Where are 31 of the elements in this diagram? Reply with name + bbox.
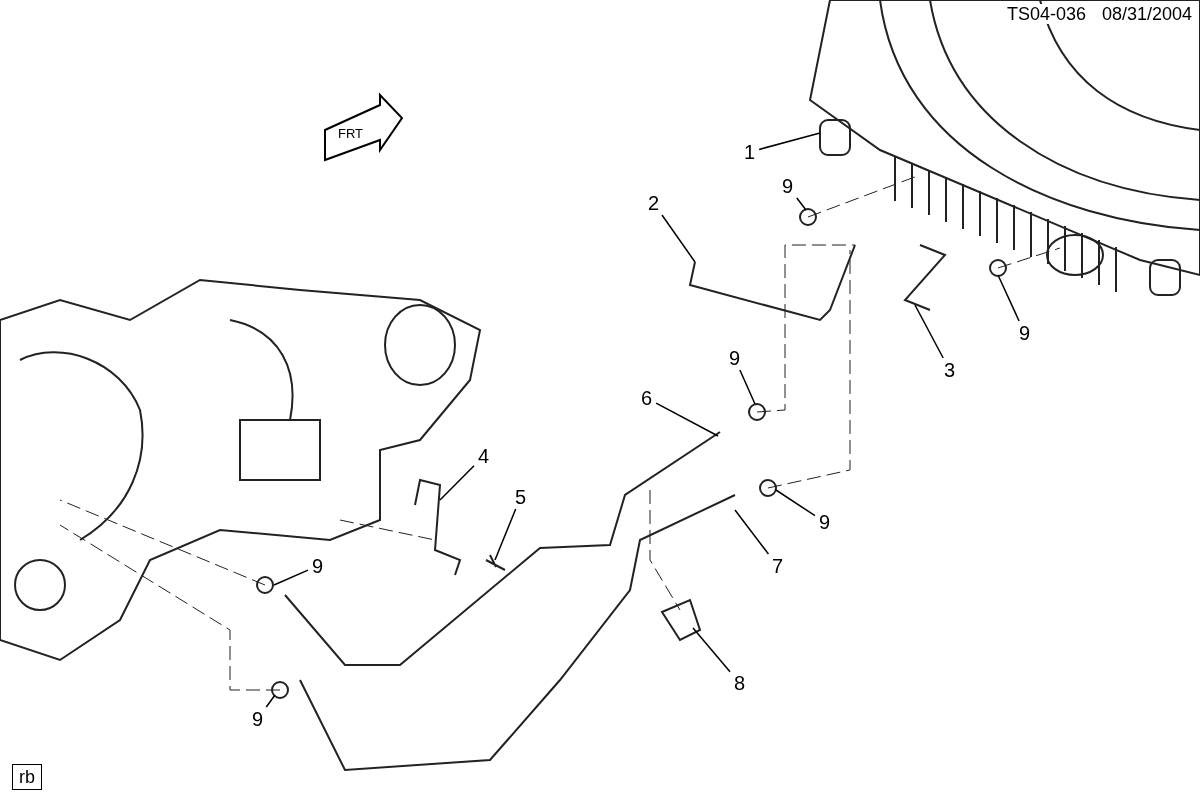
- leader-line: [739, 369, 756, 405]
- callout-number: 9: [250, 709, 266, 729]
- leader-line: [914, 304, 944, 359]
- callout-number: 9: [817, 512, 833, 532]
- leader-line: [439, 464, 475, 501]
- callout-number: 2: [646, 193, 662, 213]
- callout-number: 6: [639, 388, 655, 408]
- leader-line: [758, 132, 821, 151]
- callout-number: 7: [770, 556, 786, 576]
- leader-line: [265, 694, 276, 708]
- leader-line: [273, 569, 309, 586]
- leader-line: [692, 627, 731, 673]
- drawing-number: TS04-036: [1005, 4, 1089, 24]
- callout-number: 4: [476, 446, 492, 466]
- leader-line: [655, 402, 719, 437]
- callout-number: 3: [942, 360, 958, 380]
- callout-number: 5: [513, 487, 529, 507]
- leader-line: [661, 214, 696, 263]
- note-text: rb: [12, 764, 42, 790]
- leader-line: [997, 274, 1020, 322]
- callout-number: 9: [1017, 323, 1033, 343]
- leader-line: [734, 509, 770, 555]
- callout-number: 8: [732, 673, 748, 693]
- callout-number: 9: [780, 176, 796, 196]
- leader-line: [494, 508, 517, 561]
- leader-line: [796, 197, 807, 211]
- leader-line: [775, 489, 816, 517]
- callout-number: 9: [310, 556, 326, 576]
- callout-number: 1: [742, 142, 758, 162]
- direction-text: FRT: [338, 125, 364, 143]
- callout-number: 9: [727, 348, 743, 368]
